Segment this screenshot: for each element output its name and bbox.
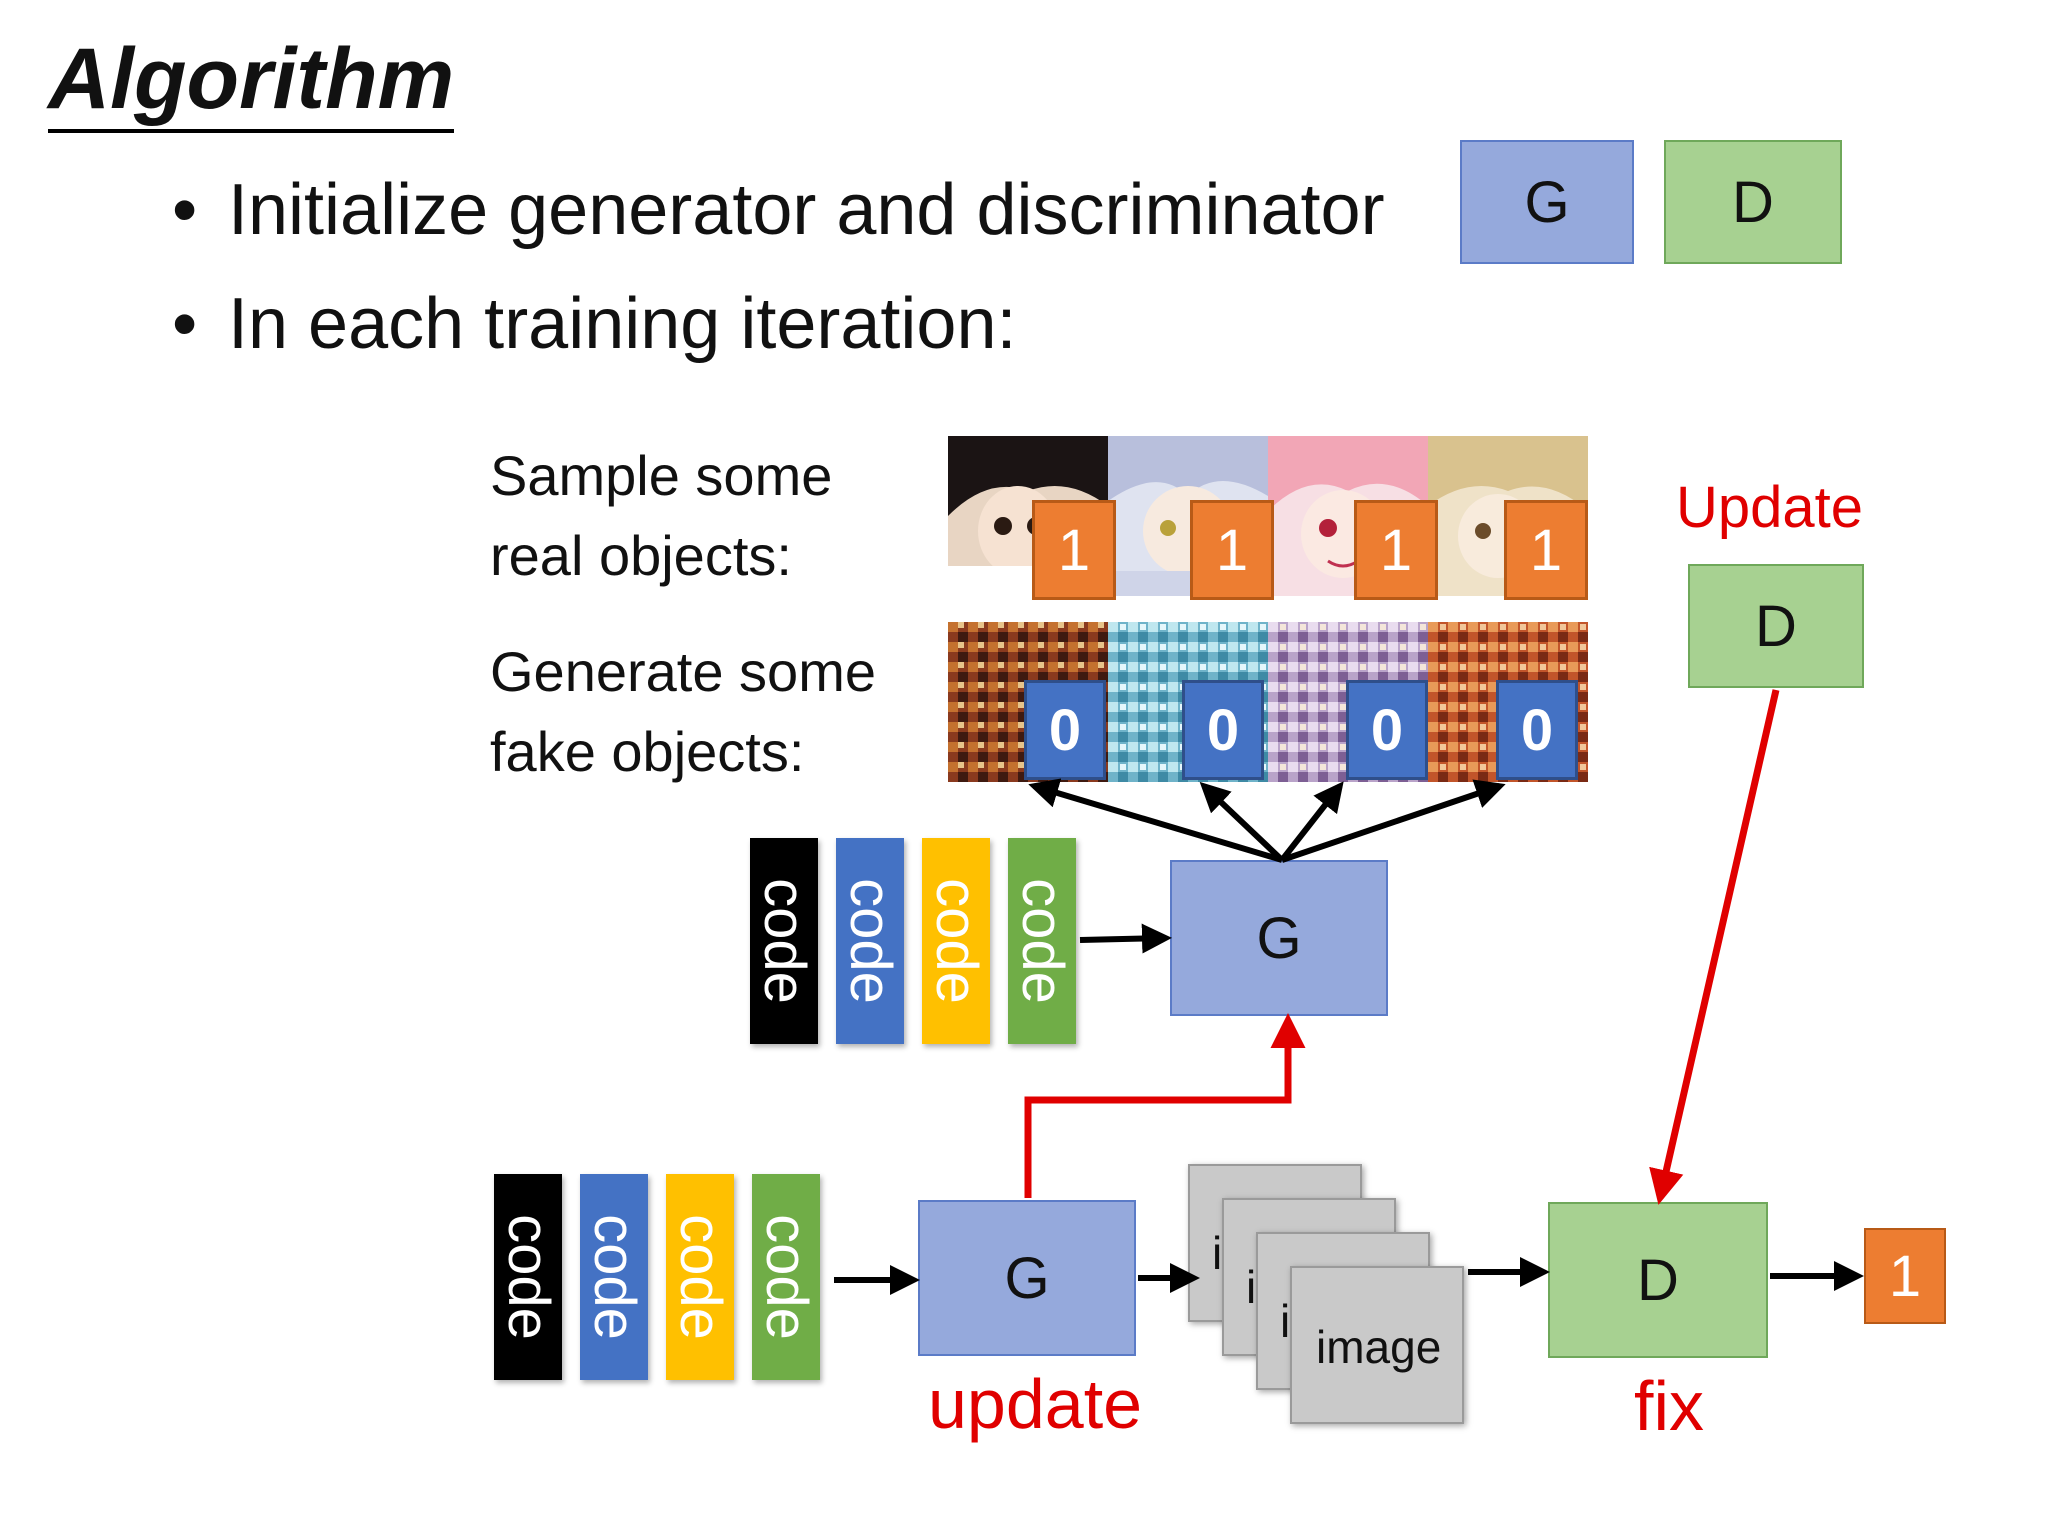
image-card: image [1290,1266,1464,1424]
image-card-label: i [1212,1227,1223,1279]
fake-score-badge: 0 [1346,680,1428,780]
bullet-text: In each training iteration: [228,284,1017,364]
code-block-yellow: code [922,838,990,1044]
fake-score-badge: 0 [1024,680,1106,780]
code-block-black: code [750,838,818,1044]
arrow-g-to-fake-3 [1279,781,1344,862]
real-score-badge: 1 [1354,500,1438,600]
bullet-initialize: •Initialize generator and discriminator [172,174,1385,246]
arrow-g-to-fake-4 [1281,779,1506,863]
arrow-g-to-fake-1 [1028,778,1283,863]
code-block-black: code [494,1174,562,1380]
real-objects-label: Sample some real objects: [490,436,832,595]
real-score-badge: 1 [1504,500,1588,600]
arrow-update-discriminator [1649,689,1780,1205]
real-label-line1: Sample some [490,444,833,507]
lower-discriminator-box: D [1548,1202,1768,1358]
image-card-label: image [1316,1321,1442,1373]
bullet-iteration: •In each training iteration: [172,288,1016,360]
fake-label-line2: fake objects: [490,719,805,783]
bullet-dot: • [172,284,198,364]
update-generator-label: update [928,1365,1143,1443]
real-score-badge: 1 [1190,500,1274,600]
fake-objects-label: Generate some fake objects: [490,632,876,791]
fake-score-badge: 0 [1496,680,1578,780]
bullet-dot: • [172,170,198,250]
arrow-code-to-upper-g [1079,923,1172,954]
output-score-badge: 1 [1864,1228,1946,1324]
arrow-g-to-fake-2 [1199,781,1285,863]
legend-generator-box: G [1460,140,1634,264]
slide-title: Algorithm [48,30,455,133]
code-block-green: code [1008,838,1076,1044]
real-score-badge: 1 [1032,500,1116,600]
image-card-label: i [1246,1261,1257,1313]
fix-discriminator-label: fix [1634,1367,1704,1445]
fake-score-badge: 0 [1182,680,1264,780]
updated-discriminator-box: D [1688,564,1864,688]
update-discriminator-label: Update [1676,475,1864,540]
arrow-update-generator [1024,1013,1306,1198]
bullet-text: Initialize generator and discriminator [228,170,1385,250]
legend-discriminator-box: D [1664,140,1842,264]
code-block-green: code [752,1174,820,1380]
code-block-blue: code [836,838,904,1044]
code-block-yellow: code [666,1174,734,1380]
lower-generator-box: G [918,1200,1136,1356]
image-card-label: i [1280,1295,1291,1347]
fake-label-line1: Generate some [490,640,876,703]
code-block-blue: code [580,1174,648,1380]
real-label-line2: real objects: [490,523,792,587]
